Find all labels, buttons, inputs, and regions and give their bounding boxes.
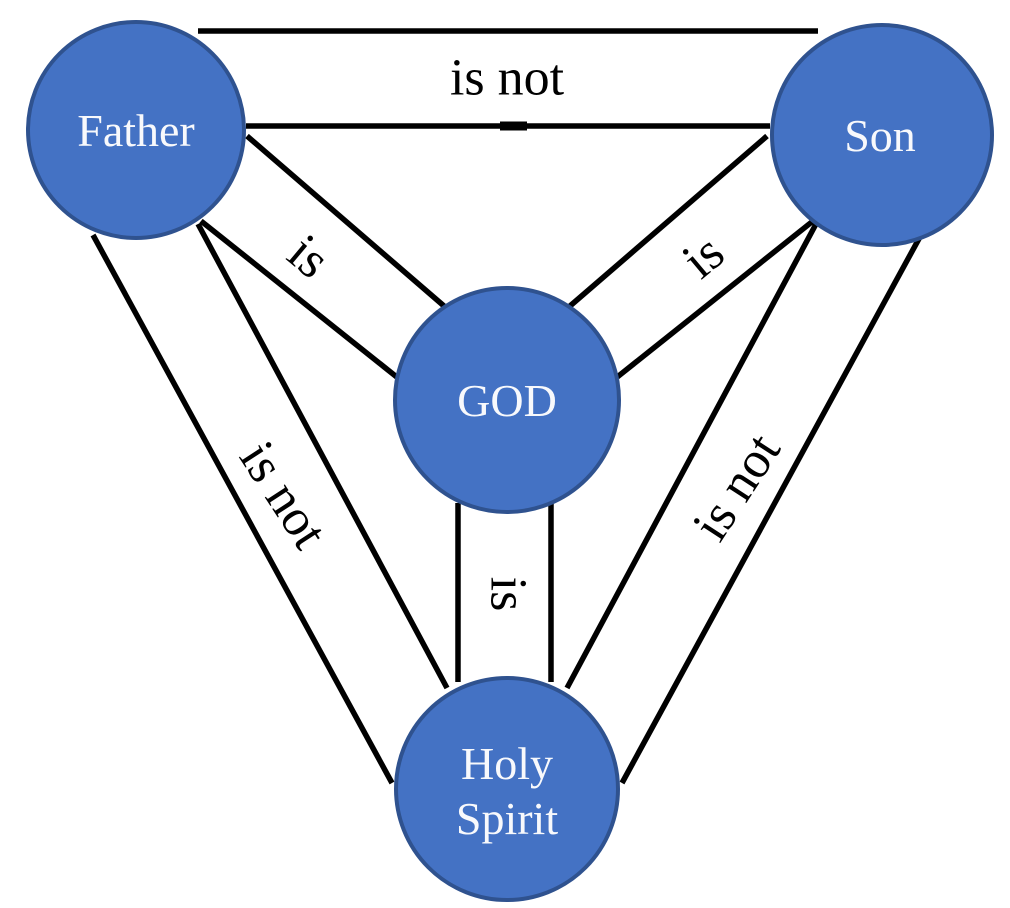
node-son: Son — [770, 23, 994, 247]
edge-label-son-god: is — [672, 224, 735, 290]
edge-father-spirit-inner-line — [195, 222, 450, 690]
node-son-circle — [770, 23, 994, 247]
node-god: GOD — [393, 286, 621, 514]
edge-son-god-lower-line — [614, 218, 815, 381]
edge-father-spirit: is not — [90, 222, 450, 785]
node-father: Father — [26, 20, 246, 240]
node-son-label: Son — [844, 110, 916, 161]
edge-son-spirit: is not — [564, 222, 924, 785]
edge-label-god-spirit: is — [479, 577, 536, 612]
edge-god-spirit: is — [455, 503, 554, 682]
node-father-circle — [26, 20, 246, 240]
edge-father-god-upper-line — [245, 133, 446, 309]
node-father-label: Father — [77, 105, 195, 156]
node-holy-spirit-label-line1: Holy — [461, 738, 553, 789]
edge-father-god-lower-line — [199, 218, 400, 381]
node-god-circle — [393, 286, 621, 514]
edge-label-father-son: is not — [450, 50, 565, 107]
edge-father-son: is not — [198, 28, 818, 131]
node-god-label: GOD — [457, 375, 557, 426]
node-holy-spirit: Holy Spirit — [394, 676, 620, 902]
node-holy-spirit-circle — [394, 676, 620, 902]
node-holy-spirit-label-line2: Spirit — [456, 793, 558, 844]
edge-son-spirit-inner-line — [564, 222, 819, 690]
edge-son-spirit-outer-line — [619, 233, 924, 785]
edge-father-spirit-outer-line — [90, 233, 395, 785]
edge-son-god-upper-line — [568, 133, 769, 309]
edge-label-father-god: is — [277, 224, 340, 290]
